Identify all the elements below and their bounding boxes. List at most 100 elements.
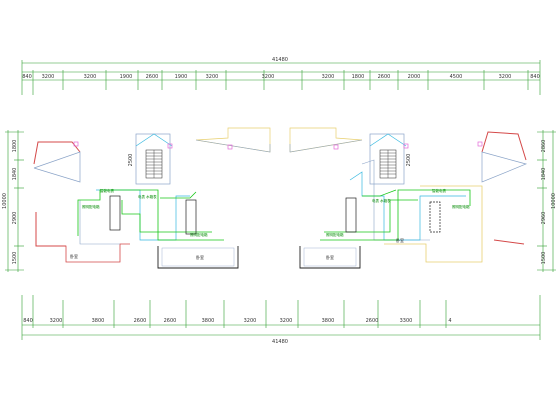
left-unit-outline <box>35 212 130 263</box>
top-seg-12: 4500 <box>450 74 463 80</box>
bottom-seg-10: 3300 <box>400 318 413 324</box>
right-wiring-b <box>324 199 418 233</box>
left-dimension-labels: 10000 1800 1840 2900 1500 <box>2 140 18 265</box>
right-marker-1 <box>477 141 483 147</box>
left-seg-0: 1800 <box>12 140 18 153</box>
left-box2-label: 照明配电箱 <box>190 232 208 237</box>
left-stair-treads <box>146 150 162 178</box>
bottom-seg-3: 2600 <box>134 318 147 324</box>
right-seg-0: 2860 <box>541 140 547 153</box>
left-red-wall-lower <box>35 212 66 247</box>
top-seg-4: 2600 <box>146 74 159 80</box>
right-cabinet-2 <box>429 201 441 233</box>
left-panel-label: 电表 水箱表 <box>138 194 157 199</box>
right-total: 10000 <box>551 193 557 209</box>
left-balcony-label: 卧室 <box>196 254 204 260</box>
right-dimension-chain <box>537 130 556 272</box>
right-top-bay <box>289 127 363 153</box>
left-cabinet-2 <box>185 199 197 235</box>
left-stair-dim: 2500 <box>128 154 134 167</box>
right-dimension-labels: 10000 2860 1840 2960 1500 <box>541 140 557 265</box>
bottom-seg-7: 3200 <box>280 318 293 324</box>
left-seg-3: 1500 <box>12 252 18 265</box>
bottom-seg-4: 2600 <box>164 318 177 324</box>
right-stair-dim: 2500 <box>406 154 412 167</box>
bottom-seg-1: 3200 <box>50 318 63 324</box>
left-balcony <box>157 246 239 269</box>
top-dimension-chain <box>21 60 541 95</box>
left-meter-label: 智能电表 <box>100 188 114 193</box>
left-wiring-c <box>160 191 197 199</box>
left-wiring-b <box>121 200 212 233</box>
top-seg-3: 1900 <box>120 74 133 80</box>
bottom-total-dimension: 41480 <box>272 339 288 345</box>
right-seg-2: 2960 <box>541 212 547 225</box>
right-box1-label: 照明配电箱 <box>452 204 470 209</box>
right-stairwell <box>369 133 405 185</box>
left-seg-1: 1840 <box>12 168 18 181</box>
top-total-dimension: 41480 <box>272 57 288 63</box>
bottom-seg-2: 3800 <box>92 318 105 324</box>
top-seg-8: 3200 <box>322 74 335 80</box>
left-inner-walls <box>79 200 120 245</box>
right-corridor-walls <box>349 171 466 241</box>
right-wiring-a <box>320 189 471 241</box>
right-red-wall-lower <box>493 239 525 245</box>
right-wiring-c <box>362 189 397 197</box>
bottom-seg-11: 4 <box>448 318 451 324</box>
right-meter-label: 智能电表 <box>432 188 446 193</box>
top-seg-6: 3200 <box>206 74 219 80</box>
left-unit: 2500 卧室 卧室 智能电表 电表 水箱表 照明配电箱 照明配电箱 <box>33 127 271 269</box>
left-top-bay-blue <box>195 139 271 153</box>
bottom-dimension-chain <box>21 295 541 340</box>
right-bed-label: 卧室 <box>396 237 404 243</box>
left-box1-label: 照明配电箱 <box>82 204 100 209</box>
right-marker-2 <box>403 143 409 149</box>
right-seg-1: 1840 <box>541 168 547 181</box>
top-seg-5: 1900 <box>175 74 188 80</box>
right-balcony-label: 卧室 <box>326 254 334 260</box>
bottom-seg-8: 3800 <box>322 318 335 324</box>
left-marker-2 <box>167 143 173 149</box>
bottom-seg-6: 3200 <box>244 318 257 324</box>
right-balcony <box>299 246 361 269</box>
top-seg-2: 3200 <box>84 74 97 80</box>
right-unit: 2500 卧室 卧室 智能电表 电表 水箱表 照明配电箱 照明配电箱 <box>289 127 528 269</box>
left-seg-2: 2900 <box>12 212 18 225</box>
left-stairwell <box>135 133 171 185</box>
right-box2-label: 照明配电箱 <box>326 232 344 237</box>
top-seg-10: 2600 <box>378 74 391 80</box>
left-marker-3 <box>227 144 233 150</box>
bottom-seg-0: 840 <box>23 318 33 324</box>
bottom-seg-9: 2600 <box>366 318 379 324</box>
top-seg-13: 3200 <box>499 74 512 80</box>
left-red-wall <box>33 141 81 165</box>
left-cabinet <box>109 195 121 231</box>
top-seg-1: 3200 <box>42 74 55 80</box>
right-cabinet <box>345 197 357 233</box>
right-panel-label: 电表 水箱表 <box>372 198 391 203</box>
right-seg-3: 1500 <box>541 252 547 265</box>
bottom-segment-labels: 840 3200 3800 2600 2600 3800 3200 3200 3… <box>23 318 451 324</box>
left-top-bay <box>195 127 271 153</box>
top-seg-0: 840 <box>22 74 32 80</box>
left-marker-1 <box>73 141 79 147</box>
right-stair-roof <box>369 133 407 147</box>
right-stair-treads <box>380 150 396 178</box>
left-total: 10000 <box>2 193 8 209</box>
left-balcony-inner <box>161 247 235 267</box>
right-bay-window <box>481 151 528 183</box>
right-red-wall <box>481 131 527 161</box>
top-seg-14: 840 <box>530 74 540 80</box>
top-seg-9: 1800 <box>352 74 365 80</box>
top-seg-11: 2000 <box>408 74 421 80</box>
left-bed-label: 卧室 <box>70 253 78 259</box>
left-dimension-chain <box>5 130 24 272</box>
right-yellow-walls <box>384 185 483 263</box>
right-marker-3 <box>333 144 339 150</box>
top-segment-labels: 840 3200 3200 1900 2600 1900 3200 3200 3… <box>22 74 540 80</box>
bottom-seg-5: 3800 <box>202 318 215 324</box>
right-top-bay-blue <box>289 139 363 153</box>
left-stair-roof <box>135 133 173 147</box>
left-bay-window <box>33 151 81 183</box>
